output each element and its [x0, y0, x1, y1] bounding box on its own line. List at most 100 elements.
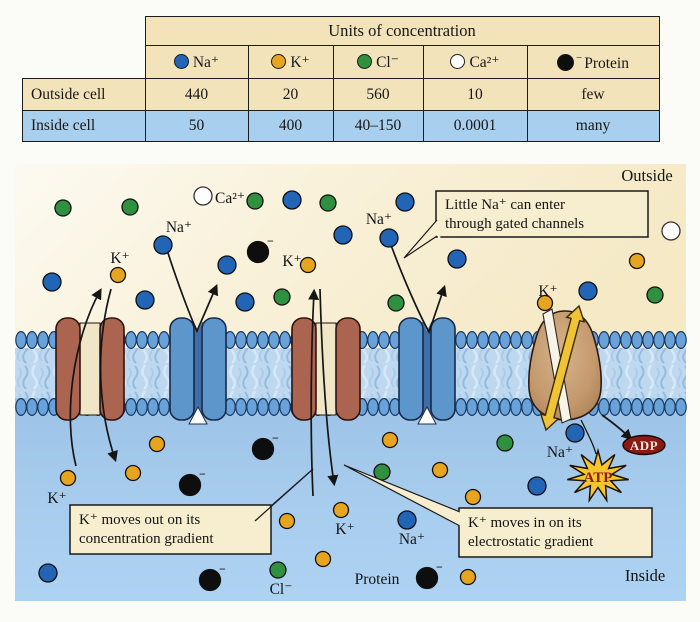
col-header-ca: Ca²⁺	[422, 45, 528, 79]
value-cell: 560	[332, 78, 424, 111]
value-cell: 40–150	[332, 110, 424, 142]
lipid-head	[246, 331, 258, 350]
callout-line: concentration gradient	[79, 531, 214, 547]
blue-channel	[169, 317, 227, 425]
na-ion	[397, 510, 417, 530]
lipid-head	[235, 398, 247, 417]
k-in-arrow-left-channel	[99, 288, 118, 463]
inside-region-label: Inside	[625, 566, 665, 585]
lipid-head	[279, 331, 291, 350]
outside-cell-row: Outside cell 440 20 560 10 few	[22, 78, 660, 111]
brown-channel	[291, 317, 361, 421]
value-cell: 0.0001	[422, 110, 528, 142]
value-cell: 440	[144, 78, 249, 111]
callout-line: K⁺ moves out on its	[79, 512, 200, 528]
k-ion	[431, 461, 449, 479]
pump-yellow-arrow	[539, 304, 586, 432]
protein-charge-mark: −	[436, 560, 443, 574]
ion-label: K⁺	[110, 250, 129, 267]
na-ion	[379, 228, 399, 248]
atp-starburst	[567, 447, 629, 504]
channel-pillar	[335, 317, 361, 421]
callout-little-na: Little Na⁺ can enter through gated chann…	[403, 190, 649, 259]
ion-label: K⁺	[335, 521, 354, 538]
lipid-head	[609, 398, 621, 417]
ion-label: Na⁺	[366, 211, 392, 228]
lipid-head	[488, 398, 500, 417]
channel-pillar	[291, 317, 317, 421]
ion-label: K⁺	[282, 253, 301, 270]
brown-channel	[55, 317, 125, 421]
protein-dot	[557, 53, 574, 71]
p-ion	[178, 473, 202, 497]
adp-oval	[622, 434, 666, 456]
lipid-head	[521, 398, 533, 417]
cl-ion	[121, 198, 139, 216]
lipid-head	[609, 331, 621, 350]
callout-k-in: K⁺ moves in on its electrostatic gradien…	[343, 464, 653, 558]
callout-pointer	[254, 468, 314, 522]
lipid-head	[510, 398, 522, 417]
k-ion	[278, 512, 296, 530]
inside-cell-row: Inside cell 50 400 40–150 0.0001 many	[22, 110, 660, 142]
na-ion	[578, 281, 598, 301]
k-out-arrow-left-channel	[69, 288, 102, 467]
col-header-na: Na⁺	[144, 45, 249, 79]
na-ion	[217, 255, 237, 275]
table-title: Units of concentration	[144, 16, 660, 46]
lipid-head	[631, 331, 643, 350]
protein-charge-mark: −	[272, 431, 279, 445]
adp-label: ADP	[630, 438, 658, 453]
lipid-head	[235, 331, 247, 350]
na-ion	[135, 290, 155, 310]
col-header-cl: Cl⁻	[332, 45, 424, 79]
lipid-head	[136, 331, 148, 350]
na-ion	[333, 225, 353, 245]
protein-charge-mark: −	[219, 562, 226, 576]
channel-pillar	[201, 317, 227, 421]
lipid-head	[37, 331, 49, 350]
lipid-head	[675, 331, 687, 350]
cl-ion	[387, 294, 405, 312]
lipid-head	[664, 398, 676, 417]
lipid-head	[26, 398, 38, 417]
na-deflected-arrow-channel2	[167, 252, 219, 334]
channel-pore	[193, 322, 203, 416]
lipid-head	[367, 331, 379, 350]
blue-channel	[398, 317, 456, 425]
lipid-head	[598, 398, 610, 417]
atp-to-pump-line	[580, 419, 597, 455]
lipid-head	[675, 398, 687, 417]
value-cell: few	[526, 78, 660, 111]
k-ion	[299, 256, 317, 274]
k-ion	[314, 550, 332, 568]
value-cell: 400	[247, 110, 334, 142]
ca-ion	[193, 186, 213, 206]
na-ion	[153, 235, 173, 255]
lipid-head	[37, 398, 49, 417]
protein-charge-mark: −	[199, 467, 206, 481]
cl-ion	[319, 194, 337, 212]
callout-line: through gated channels	[445, 216, 584, 232]
callout-line: electrostatic gradient	[468, 534, 594, 550]
row-label-outside: Outside cell	[22, 78, 146, 111]
lipid-head	[653, 398, 665, 417]
lipid-head	[499, 331, 511, 350]
lipid-head	[158, 398, 170, 417]
lipid-head	[664, 331, 676, 350]
na-ion	[38, 563, 58, 583]
value-cell: 20	[247, 78, 334, 111]
p-ion	[198, 568, 222, 592]
k-ion	[332, 501, 350, 519]
lipid-head	[477, 398, 489, 417]
na-deflected-arrow-channel4	[390, 244, 447, 335]
lipid-head	[158, 331, 170, 350]
value-cell: many	[526, 110, 660, 142]
channel-pillar	[398, 317, 424, 421]
lipid-head	[620, 398, 632, 417]
k-ion-dot	[271, 53, 287, 69]
energy-molecules: ATP ADP	[567, 434, 666, 504]
arrows-layer	[69, 244, 633, 497]
